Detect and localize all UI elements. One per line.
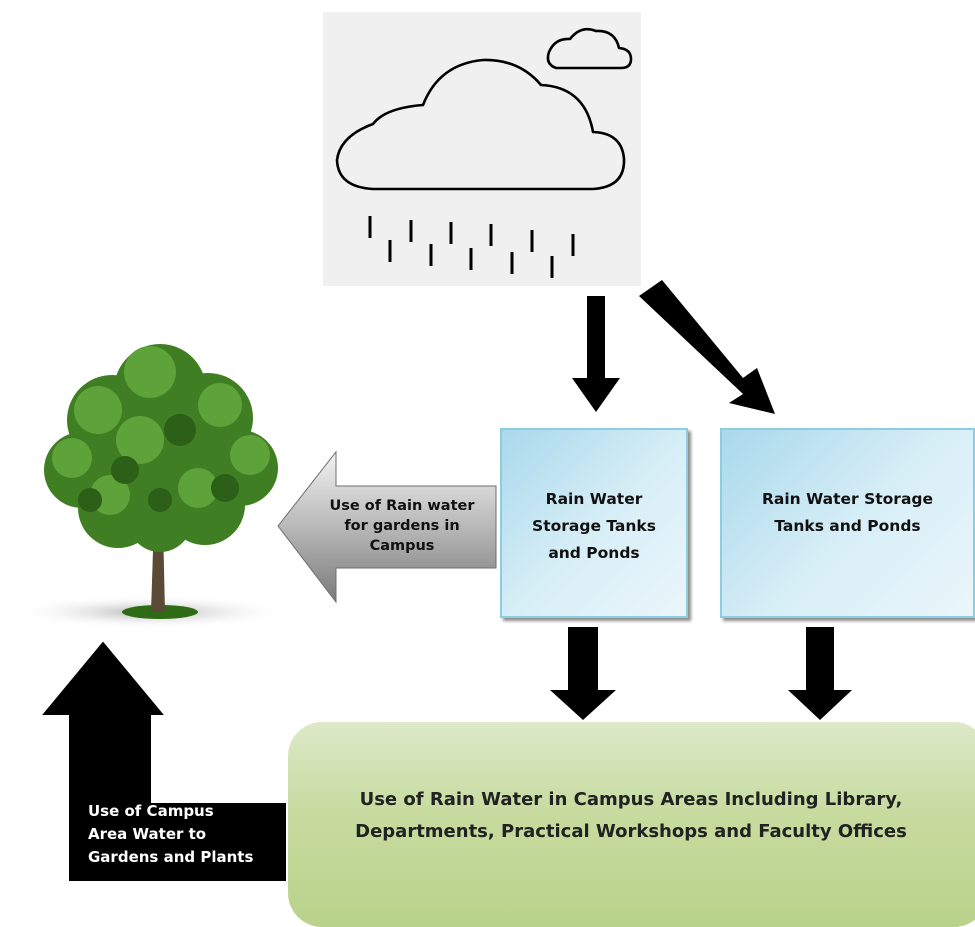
garden-use-label: Use of Rain water for gardens in Campus: [329, 498, 475, 554]
large-cloud-icon: [335, 58, 626, 191]
arrow-cloud-to-tank-2: [639, 280, 775, 414]
rain-cloud-icon: [335, 27, 633, 278]
campus-use-label: Use of Rain Water in Campus Areas Includ…: [355, 788, 907, 842]
storage-tank-box-1: Rain Water Storage Tanks and Ponds: [500, 428, 688, 618]
arrow-cloud-to-tank-1: [572, 296, 620, 412]
arrow-tank-1-to-campus: [550, 627, 616, 720]
raindrops: [368, 216, 575, 278]
storage-tank-box-2: Rain Water Storage Tanks and Ponds: [720, 428, 975, 618]
campus-to-gardens-label: Use of Campus Area Water to Gardens and …: [88, 802, 254, 866]
arrow-tank-2-to-campus: [788, 627, 852, 720]
tree-icon: [8, 344, 292, 629]
campus-use-box: Use of Rain Water in Campus Areas Includ…: [288, 722, 975, 927]
small-cloud-icon: [546, 27, 633, 70]
rain-cloud-panel: [323, 12, 641, 286]
